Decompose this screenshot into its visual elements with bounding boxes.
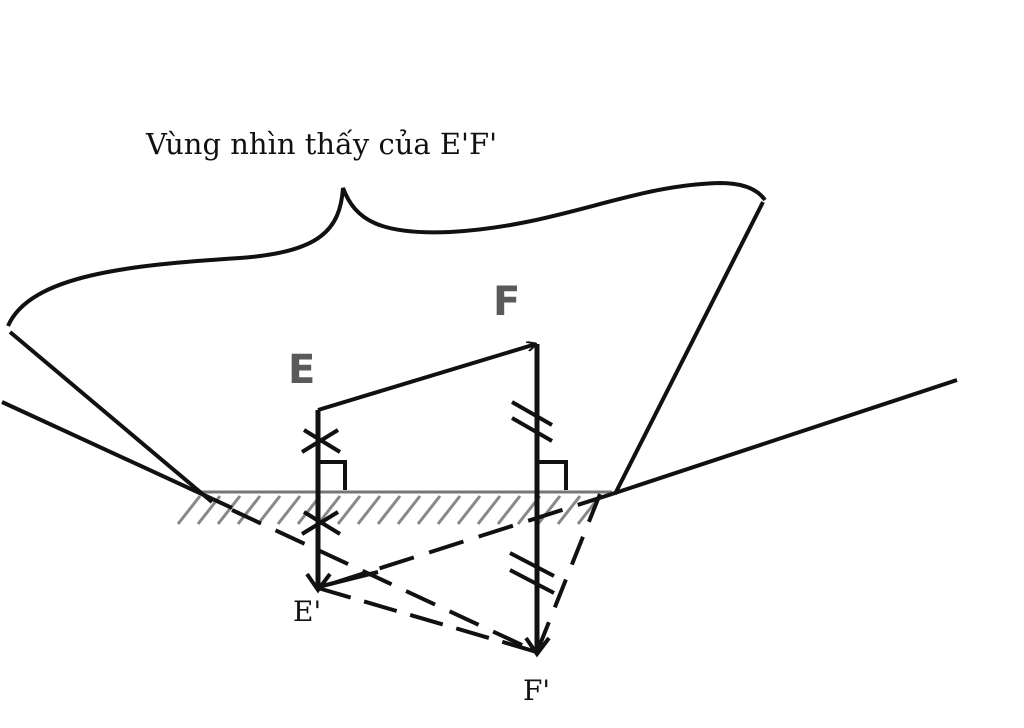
point-label-f-prime: F' — [523, 674, 551, 707]
left-boundary-ray-lower — [1, 400, 233, 510]
visible-region-title: Vùng nhìn thấy của E'F' — [146, 127, 498, 161]
hatch-stroke — [416, 495, 442, 525]
hatch-stroke — [476, 495, 502, 525]
mirror-hatching — [176, 495, 602, 525]
hatch-stroke — [236, 495, 262, 525]
dashed-ray-right-to-fprime — [535, 493, 602, 653]
hatch-stroke — [436, 495, 462, 525]
equal-mark-f-lower — [509, 551, 555, 595]
object-arrow-ef — [317, 344, 536, 412]
equal-mark-e-upper — [300, 428, 342, 454]
right-boundary-ray-flat — [611, 378, 958, 496]
left-boundary-ray-upper — [8, 330, 214, 504]
point-label-f: F — [493, 279, 521, 325]
right-angle-mark-e — [318, 460, 347, 490]
fprime-arrowhead — [524, 636, 551, 658]
hatch-stroke — [496, 495, 522, 525]
hatch-stroke — [336, 495, 362, 525]
hatch-stroke — [456, 495, 482, 525]
hatch-stroke — [316, 495, 342, 525]
hatch-stroke — [356, 495, 382, 525]
hatch-stroke — [396, 495, 422, 525]
hatch-stroke — [556, 495, 582, 525]
hatch-stroke — [536, 495, 562, 525]
point-label-e: E — [288, 347, 316, 393]
right-boundary-ray-steep — [613, 201, 765, 495]
dashed-ray-right-to-eprime — [317, 492, 613, 590]
hatch-stroke — [176, 495, 202, 525]
eprime-arrowhead — [305, 572, 332, 594]
dashed-ray-left — [231, 508, 538, 654]
right-angle-mark-f — [537, 460, 568, 490]
hatch-stroke — [256, 495, 282, 525]
hatch-stroke — [276, 495, 302, 525]
equal-mark-e-lower — [300, 510, 342, 536]
image-segment-eprime-fprime — [317, 586, 538, 654]
point-label-e-prime: E' — [293, 595, 322, 628]
equal-mark-f-upper — [511, 400, 553, 443]
mirror-plane — [176, 490, 612, 525]
visible-region-brace — [6, 180, 767, 327]
hatch-stroke — [216, 495, 242, 525]
hatch-stroke — [376, 495, 402, 525]
